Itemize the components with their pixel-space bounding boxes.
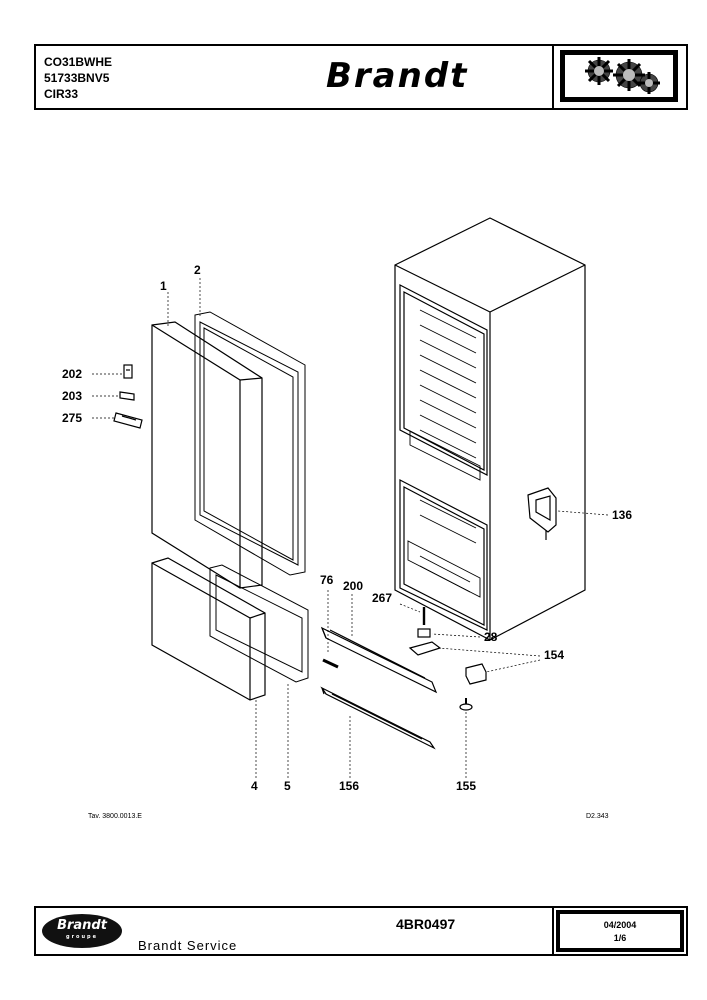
model-code: CO31BWHE xyxy=(44,55,113,69)
part-275 xyxy=(113,412,143,429)
date-box: 04/2004 1/6 xyxy=(552,908,686,954)
header: CO31BWHE 51733BNV5 CIR33 Brandt xyxy=(34,44,688,110)
spring-76 xyxy=(322,658,339,669)
rail-156 xyxy=(320,686,436,750)
upper-door xyxy=(151,321,263,589)
date-page-inner: 04/2004 1/6 xyxy=(556,910,684,952)
footer-logo-sub: groupe xyxy=(65,934,98,940)
rail-200 xyxy=(320,626,438,694)
label-203: 203 xyxy=(62,389,82,403)
upper-gasket xyxy=(194,311,306,576)
label-202: 202 xyxy=(62,367,82,381)
page-number: 1/6 xyxy=(613,933,627,943)
document-date: 04/2004 xyxy=(603,920,637,930)
product-code: 51733BNV5 xyxy=(44,71,110,85)
foot-155 xyxy=(459,698,473,711)
document-number: 4BR0497 xyxy=(396,916,456,932)
label-136: 136 xyxy=(612,508,632,522)
gears-icon xyxy=(560,50,678,102)
exploded-diagram: 1 2 202 203 275 76 200 267 28 154 136 4 … xyxy=(62,217,632,820)
label-155: 155 xyxy=(456,779,476,793)
logo-box xyxy=(552,46,686,108)
lower-gasket xyxy=(209,564,309,683)
service-label: Brandt Service xyxy=(138,938,238,953)
label-2: 2 xyxy=(194,263,201,277)
brand-logo: Brandt xyxy=(326,56,469,96)
label-275: 275 xyxy=(62,411,82,425)
label-28: 28 xyxy=(484,630,498,644)
footer-logo-text: Brandt xyxy=(57,918,107,933)
model-codes: CO31BWHE 51733BNV5 CIR33 xyxy=(44,54,112,102)
label-267: 267 xyxy=(372,591,392,605)
label-5: 5 xyxy=(284,779,291,793)
label-156: 156 xyxy=(339,779,359,793)
hinge-part-136 xyxy=(527,487,557,540)
label-4: 4 xyxy=(251,779,258,793)
footer: Brandt groupe Brandt Service 4BR0497 04/… xyxy=(34,906,688,956)
variant-code: CIR33 xyxy=(44,87,79,101)
lower-door xyxy=(151,557,266,701)
fridge-cabinet xyxy=(394,217,586,641)
label-76: 76 xyxy=(320,573,334,587)
part-28 xyxy=(408,628,442,656)
label-200: 200 xyxy=(343,579,363,593)
reference-code-right: D2.343 xyxy=(586,813,609,820)
reference-code-left: Tav. 3800.0013.E xyxy=(88,813,142,820)
label-1: 1 xyxy=(160,279,167,293)
label-154: 154 xyxy=(544,648,564,662)
part-154 xyxy=(465,663,487,685)
part-203 xyxy=(119,391,135,401)
brandt-groupe-logo: Brandt groupe xyxy=(42,914,122,948)
part-202 xyxy=(123,364,133,379)
